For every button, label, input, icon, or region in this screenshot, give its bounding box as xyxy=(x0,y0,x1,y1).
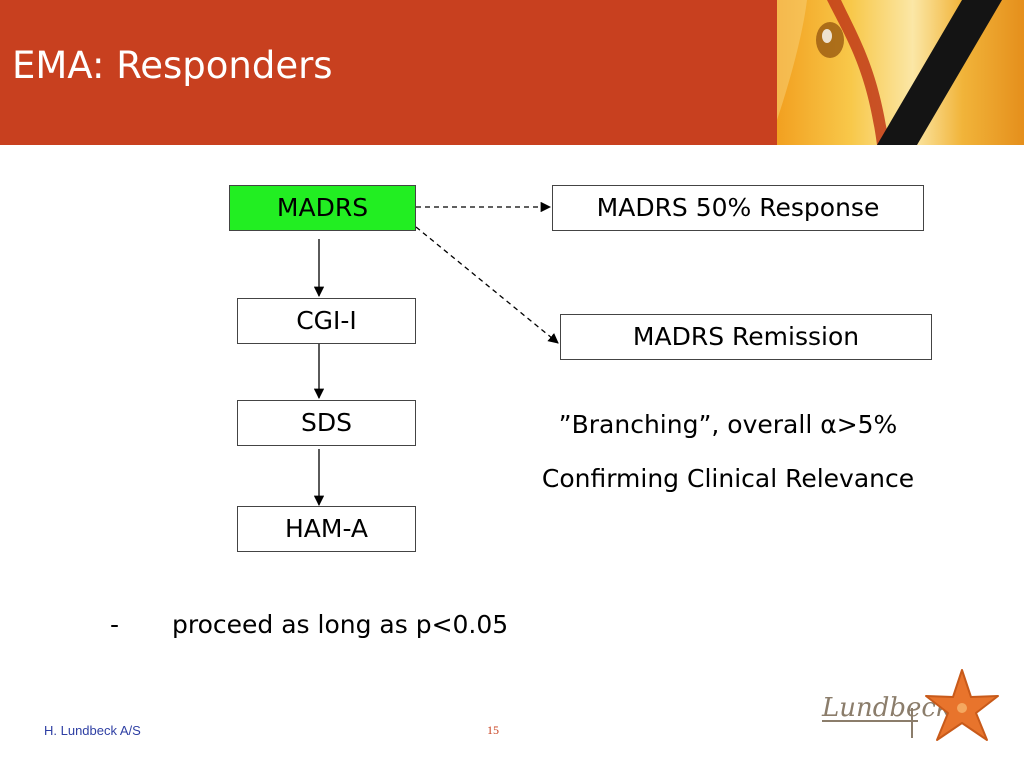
decorative-photo-image xyxy=(777,0,1002,145)
header-photo xyxy=(777,0,1024,145)
node-madrs: MADRS xyxy=(229,185,416,231)
edge-madrs-to-remission xyxy=(415,226,559,344)
node-ham-a: HAM-A xyxy=(237,506,416,552)
page-number: 15 xyxy=(487,723,499,737)
note-branching: ”Branching”, overall α>5% xyxy=(558,410,898,439)
footer-company: H. Lundbeck A/S xyxy=(44,723,141,738)
bullet-text: proceed as long as p<0.05 xyxy=(172,610,509,639)
node-sds: SDS xyxy=(237,400,416,446)
slide-title: EMA: Responders xyxy=(12,44,333,87)
lundbeck-logo: Lundbeck xyxy=(821,669,999,741)
node-madrs-50-response: MADRS 50% Response xyxy=(552,185,924,231)
starfish-icon xyxy=(925,669,999,741)
bullet-marker: - xyxy=(110,610,120,639)
node-madrs-remission: MADRS Remission xyxy=(560,314,932,360)
node-cgi-i: CGI-I xyxy=(237,298,416,344)
note-clinical-relevance: Confirming Clinical Relevance xyxy=(541,464,915,493)
